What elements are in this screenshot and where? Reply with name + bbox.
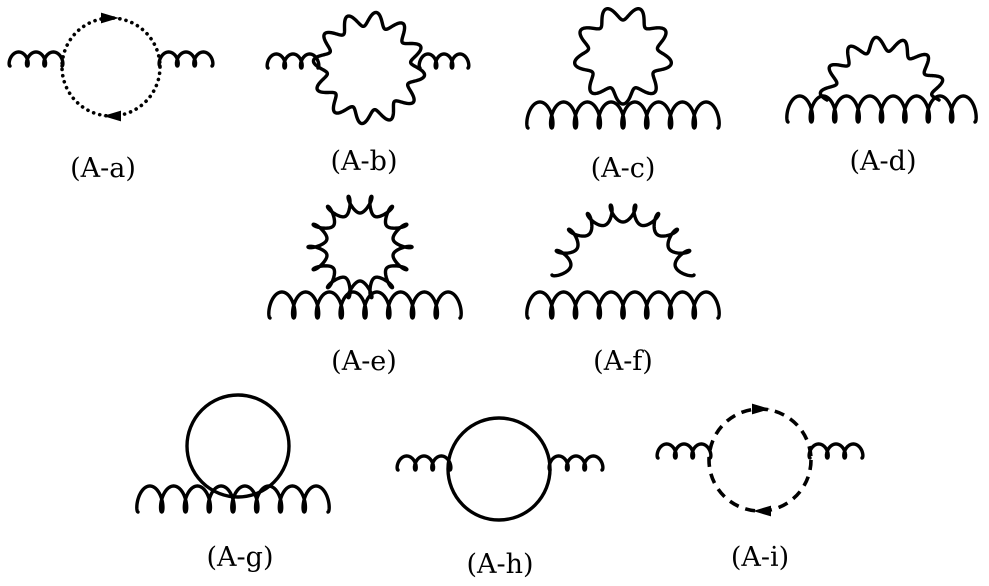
diagram-c <box>525 7 721 130</box>
photon-arc <box>818 35 945 102</box>
diagram-e <box>267 194 463 320</box>
arrow-bottom <box>753 505 771 517</box>
scalar-loop <box>185 393 291 499</box>
ghost-loop <box>60 16 162 118</box>
gluon-line <box>135 484 331 514</box>
label-a: (A-a) <box>70 153 136 184</box>
label-i: (A-i) <box>731 542 789 573</box>
label-e: (A-e) <box>331 346 397 377</box>
gluon-tadpole <box>306 194 414 300</box>
label-d: (A-d) <box>850 146 917 177</box>
label-h: (A-h) <box>466 549 533 580</box>
gluon-arc <box>550 203 696 278</box>
diagrams-layer <box>7 7 978 522</box>
photon-loop <box>311 10 427 126</box>
gluon-leg-right <box>547 454 605 472</box>
gluon-leg-left <box>7 50 65 68</box>
gluon-leg-left <box>395 454 453 472</box>
arrow-top <box>101 12 119 24</box>
label-f: (A-f) <box>593 346 653 377</box>
label-b: (A-b) <box>331 146 398 177</box>
diagram-a <box>7 12 215 122</box>
diagram-h <box>395 416 605 522</box>
gluon-leg-right <box>807 442 865 460</box>
gluon-leg-right <box>417 52 471 70</box>
diagram-g <box>135 393 331 514</box>
gluon-line <box>267 290 463 320</box>
scalar-loop <box>446 416 552 522</box>
diagram-d <box>785 35 978 124</box>
arrow-bottom <box>103 110 121 122</box>
gluon-line <box>785 94 978 124</box>
gluon-line <box>525 100 721 130</box>
gluon-leg-left <box>655 442 713 460</box>
diagram-f <box>525 203 721 320</box>
label-c: (A-c) <box>591 153 656 184</box>
gluon-line <box>525 290 721 320</box>
photon-tadpole <box>572 7 674 106</box>
gluon-leg-right <box>157 50 215 68</box>
gluon-leg-left <box>265 52 321 70</box>
dashed-loop <box>707 407 813 513</box>
arrow-top <box>752 403 770 415</box>
diagram-b <box>265 10 471 126</box>
label-g: (A-g) <box>207 542 274 573</box>
diagram-i <box>655 403 865 517</box>
labels-layer: (A-a) (A-b) (A-c) (A-d) (A-e) (A-f) (A-g… <box>70 146 916 580</box>
